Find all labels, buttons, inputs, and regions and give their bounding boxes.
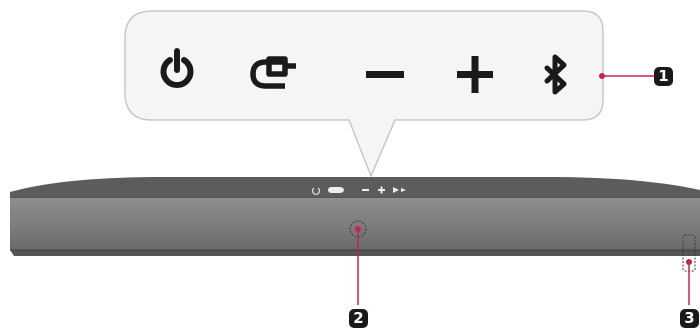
plus-icon bbox=[378, 186, 385, 194]
minus-icon bbox=[366, 71, 404, 78]
plus-icon bbox=[457, 56, 493, 93]
power-icon bbox=[160, 48, 194, 88]
callout-leaders bbox=[355, 73, 692, 305]
soundbar bbox=[10, 177, 700, 272]
input-function-icon bbox=[250, 56, 296, 89]
bluetooth-icon bbox=[393, 187, 406, 193]
minus-icon bbox=[362, 189, 369, 191]
bluetooth-icon bbox=[544, 54, 567, 95]
power-icon bbox=[311, 187, 321, 196]
callout-bubble bbox=[124, 10, 604, 178]
input-function-icon bbox=[328, 187, 344, 193]
callout-3-dot bbox=[686, 259, 692, 265]
callout-number-3: 3 bbox=[680, 309, 699, 328]
soundbar-top-surface bbox=[10, 177, 700, 200]
top-panel-buttons bbox=[311, 186, 406, 196]
callout-number-2: 2 bbox=[349, 309, 368, 328]
soundbar-front-panel bbox=[10, 198, 700, 250]
callout-2-dot bbox=[355, 226, 361, 232]
callout-1-dot bbox=[599, 73, 605, 79]
callout-number-1: 1 bbox=[654, 67, 673, 86]
